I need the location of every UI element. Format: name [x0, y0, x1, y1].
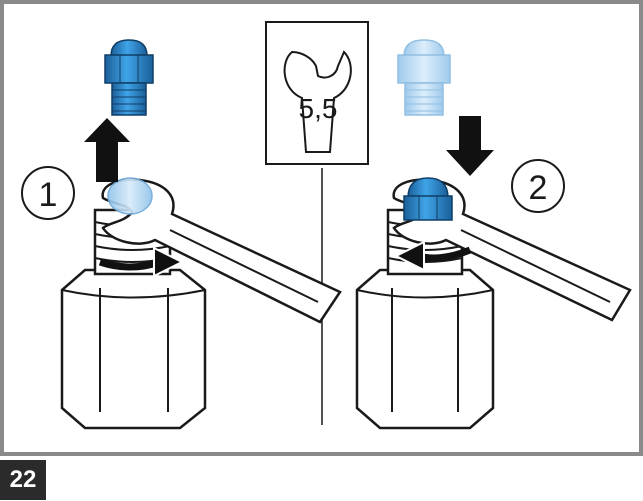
step-1-badge: 1 — [21, 166, 75, 220]
right-hex-fitting — [355, 268, 495, 430]
right-ghost-nozzle — [397, 39, 451, 116]
wrench-size-label: 5,5 — [299, 93, 338, 124]
figure-number-badge: 22 — [0, 460, 46, 500]
step-2-badge: 2 — [511, 159, 565, 213]
step-1-label: 1 — [39, 176, 58, 214]
up-arrow — [84, 118, 130, 182]
left-panel: 1 — [21, 39, 342, 430]
open-end-wrench-icon — [283, 50, 352, 153]
down-arrow — [446, 116, 494, 176]
right-blue-nozzle — [403, 177, 453, 221]
right-panel: 2 — [355, 39, 632, 430]
left-blue-nozzle — [104, 39, 154, 116]
step-2-label: 2 — [529, 169, 548, 207]
wrench-size-box: 5,5 — [265, 21, 369, 165]
left-hex-fitting — [60, 268, 207, 430]
left-ghost-nozzle — [107, 177, 153, 215]
